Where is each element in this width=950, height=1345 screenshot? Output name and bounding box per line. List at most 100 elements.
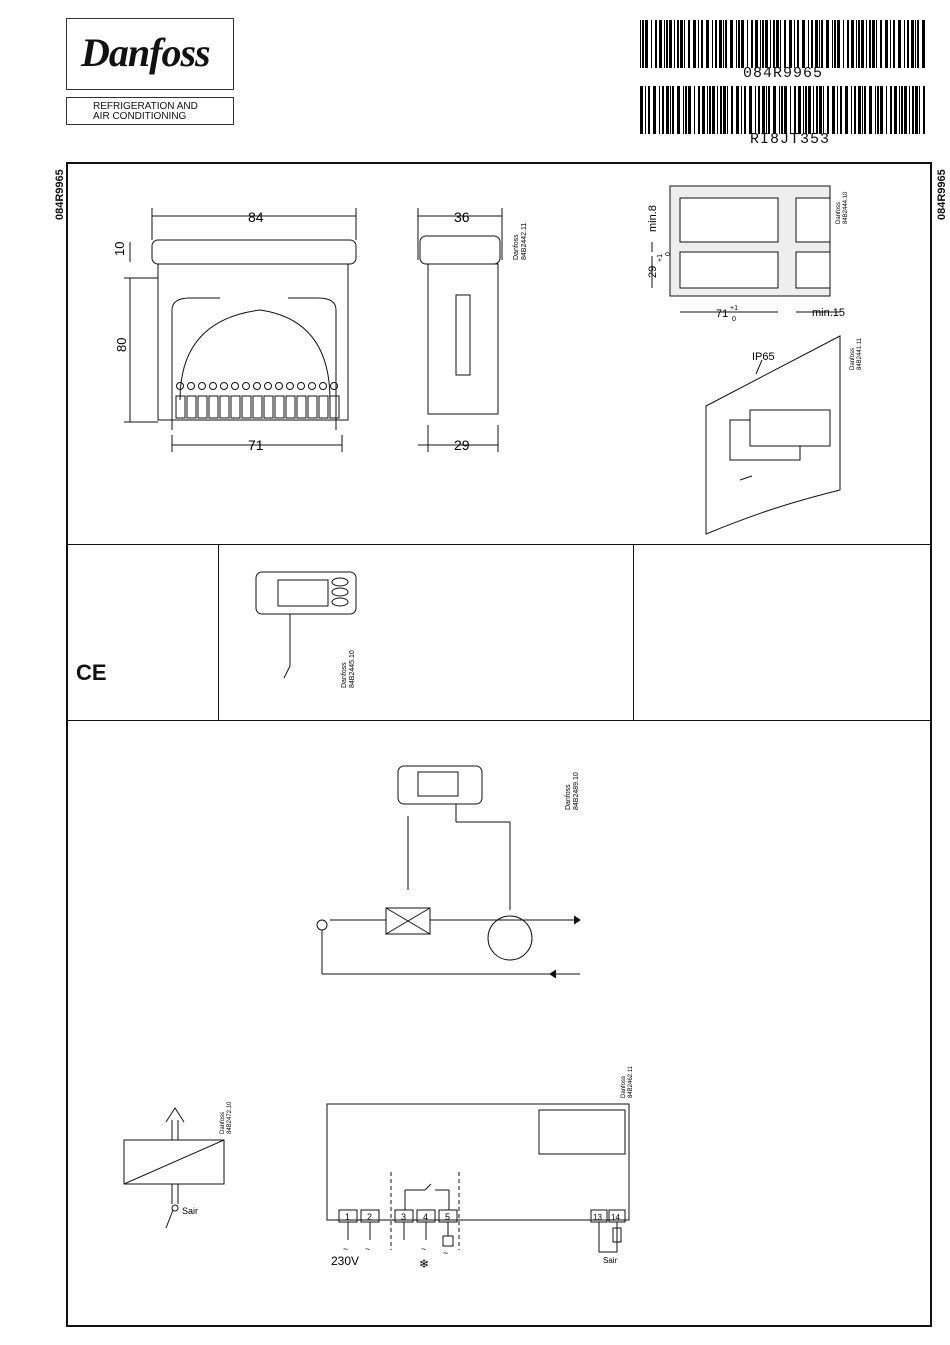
barcode-bar [762, 86, 765, 134]
barcode-bar [816, 86, 818, 134]
terminal-block [186, 395, 197, 419]
barcode-bar [719, 20, 722, 68]
barcode-bar [773, 86, 776, 134]
front-view-drawing: 84 10 80 71 [112, 208, 357, 453]
barcode-bar [851, 86, 852, 134]
barcode-bar [851, 20, 854, 68]
barcode-bar [666, 86, 669, 134]
barcode-bar [875, 86, 876, 134]
mounting-drawing: IP65 Danfoss 84B2441.11 [705, 335, 863, 535]
sensor-ref-a: Danfoss [220, 1112, 226, 1134]
barcode-bar [834, 20, 836, 68]
cutout-height: 29 [647, 266, 659, 278]
terminal-4: 4 [423, 1212, 428, 1222]
barcode-bar [653, 86, 656, 134]
barcode-bar [797, 20, 799, 68]
barcode-bar [808, 86, 811, 134]
barcode-bar [821, 20, 823, 68]
barcode-bar [680, 20, 683, 68]
terminal-hole [198, 382, 206, 390]
terminal-block [175, 395, 186, 419]
barcode-bar [862, 86, 863, 134]
terminal-2: 2 [367, 1212, 372, 1222]
barcode-1 [640, 20, 925, 68]
barcode-bar [815, 20, 818, 68]
barcode-bar [880, 20, 882, 68]
barcode-bar [808, 20, 809, 68]
barcode-bar [655, 20, 657, 68]
side-code-left: 084R9965 [54, 169, 66, 220]
terminal-hole [187, 382, 195, 390]
display-unit-drawing: Danfoss 84B2445.10 [255, 571, 357, 688]
terminal-hole [176, 382, 184, 390]
barcode-bar [917, 20, 919, 68]
barcode-bar [901, 86, 903, 134]
drawing-ref-1a: Danfoss [513, 234, 520, 260]
barcode-bar [789, 20, 792, 68]
barcode-bar [677, 86, 680, 134]
terminal-hole [308, 382, 316, 390]
subtitle-line-1: REFRIGERATION AND [93, 101, 198, 112]
barcode-bar [805, 86, 807, 134]
barcode-bar [847, 20, 849, 68]
terminal-block [208, 395, 219, 419]
barcode-bar [823, 86, 824, 134]
barcode-bar [837, 20, 840, 68]
terminal-hole [286, 382, 294, 390]
barcode-bar [762, 20, 764, 68]
terminal-block [230, 395, 241, 419]
dim-side-bottom: 29 [454, 437, 470, 453]
cutout-height-tol-top: +1 [657, 254, 664, 262]
terminal-block [285, 395, 296, 419]
barcode-bar [813, 86, 814, 134]
barcode-bar [854, 86, 856, 134]
barcode-bar [640, 20, 641, 68]
barcode-bar [698, 86, 700, 134]
terminal-block [329, 395, 340, 419]
wiring-ref-b: 84B2462.11 [628, 1065, 634, 1098]
terminal-hole [297, 382, 305, 390]
danfoss-logo: Danfoss [81, 30, 211, 75]
barcode-bar [904, 86, 907, 134]
barcode-bar [840, 86, 842, 134]
barcode-bar [864, 86, 866, 134]
barcode-bar [741, 86, 742, 134]
terminal-block [219, 395, 230, 419]
barcode-bar [912, 86, 914, 134]
dim-front-top: 10 [112, 242, 127, 256]
barcode-bar [843, 20, 844, 68]
terminal-block [197, 395, 208, 419]
barcode-bar [872, 20, 875, 68]
barcode-bar [803, 86, 804, 134]
barcode-bar [684, 20, 685, 68]
barcode-bar [672, 86, 674, 134]
barcode-bar [784, 20, 786, 68]
barcode-bar [826, 20, 829, 68]
dim-front-width: 84 [248, 209, 264, 225]
document-frame [66, 162, 932, 1327]
barcode-bar [890, 20, 891, 68]
terminal-3: 3 [401, 1212, 406, 1222]
barcode-bar [645, 86, 646, 134]
barcode-bar [659, 86, 660, 134]
barcode-bar [886, 86, 887, 134]
barcode-bar [790, 86, 791, 134]
barcode-bar [773, 20, 775, 68]
barcode-bar [819, 86, 822, 134]
barcode-bar [683, 86, 684, 134]
barcode-bar [670, 86, 671, 134]
barcode-bar [662, 86, 664, 134]
barcode-bar [706, 20, 709, 68]
barcode-bar [880, 86, 883, 134]
barcode-bar [747, 20, 748, 68]
circuit-ref-b: 84B2489.10 [573, 772, 580, 810]
side-code-right: 084R9965 [936, 169, 948, 220]
terminal-hole [330, 382, 338, 390]
barcode-bar [709, 86, 711, 134]
barcode-bar [651, 20, 652, 68]
company-subtitle: REFRIGERATION AND AIR CONDITIONING [66, 97, 234, 125]
barcode-bar [845, 86, 848, 134]
terminal-5: 5 [445, 1212, 450, 1222]
barcode-bar [741, 20, 744, 68]
terminal-hole [275, 382, 283, 390]
